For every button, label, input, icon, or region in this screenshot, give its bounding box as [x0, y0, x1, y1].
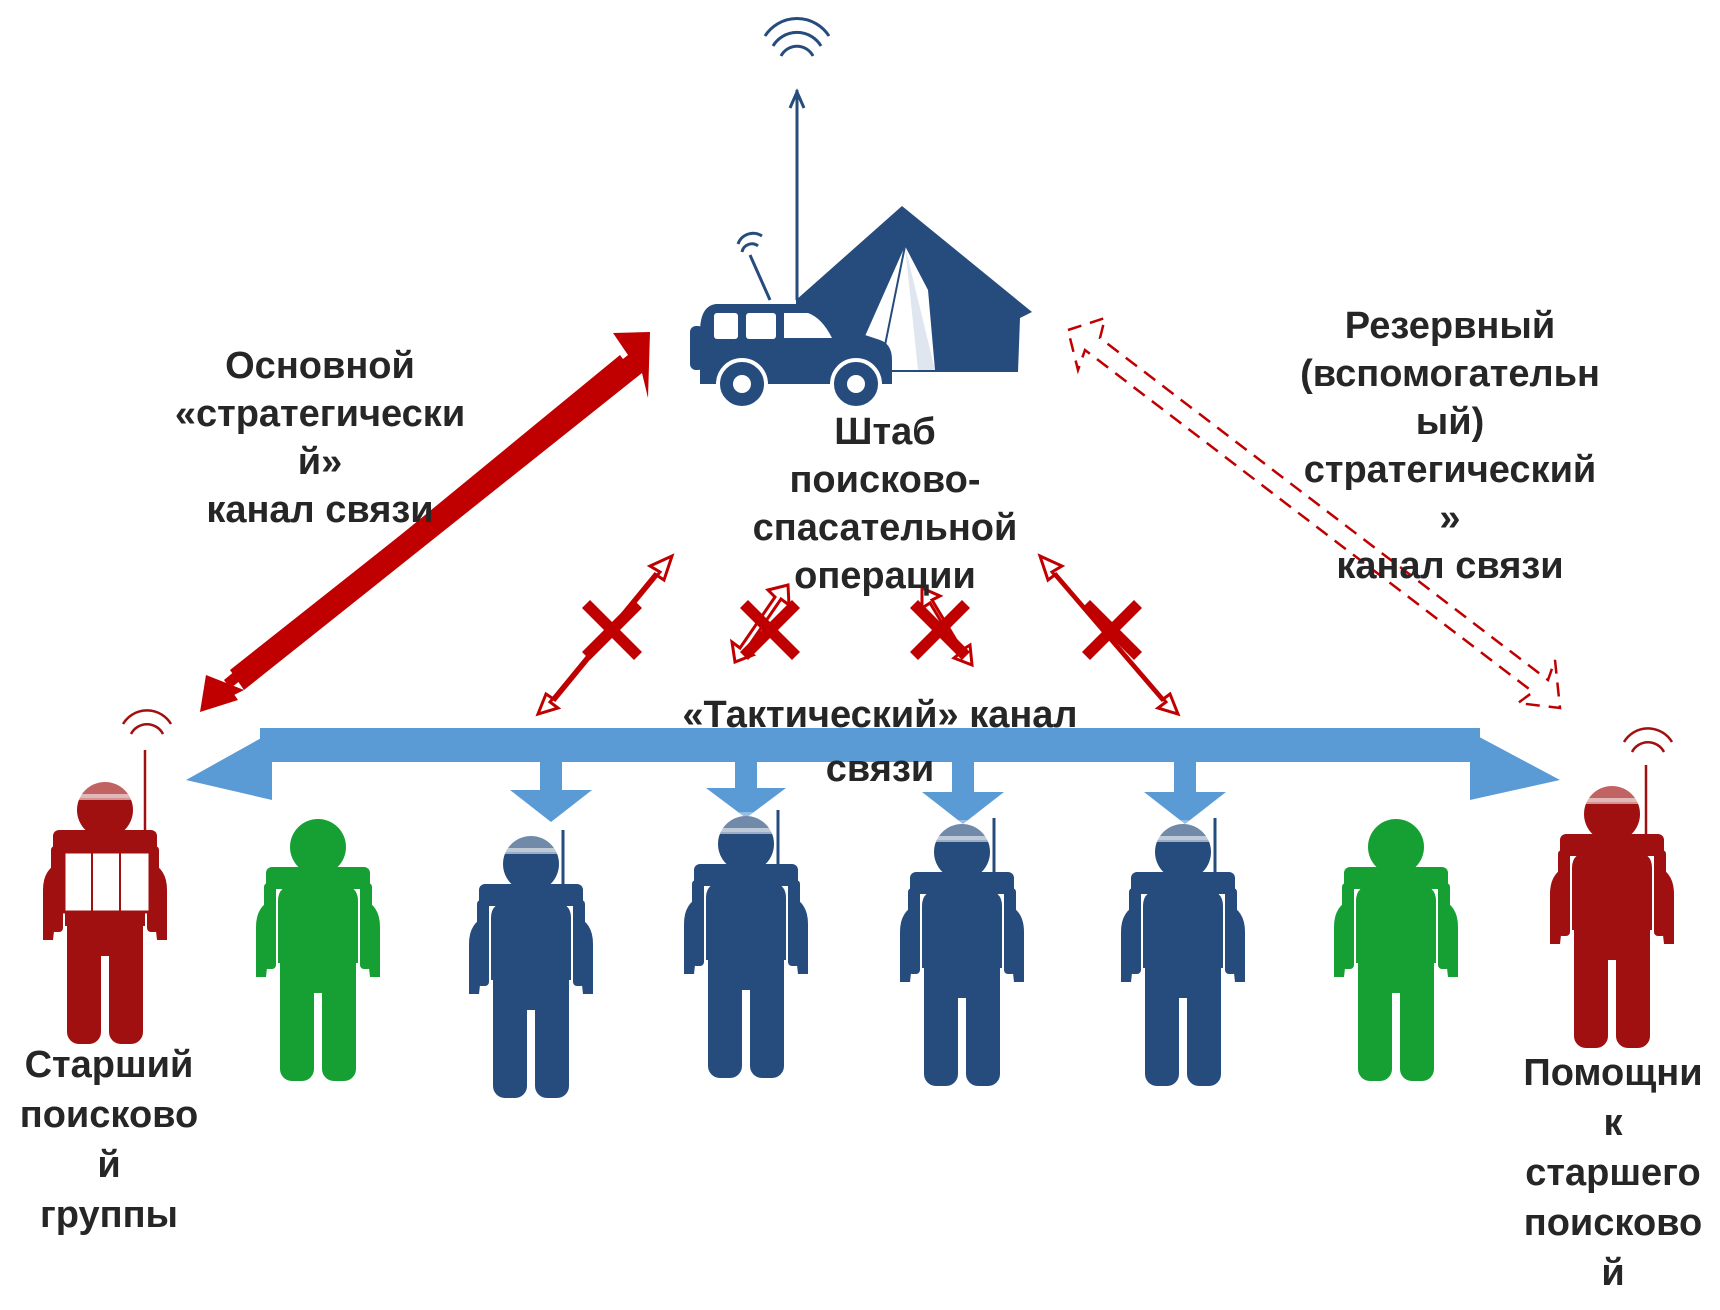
hiker-icon-searcher-3: [900, 818, 1024, 1086]
main-channel-label: Основной «стратегически й» канал связи: [174, 345, 466, 531]
hiker-icon-green-2: [1334, 819, 1458, 1081]
reserve-channel-arrow: [1066, 316, 1562, 710]
hiker-icon-searcher-2: [684, 810, 808, 1078]
cross-icon: [582, 600, 1142, 660]
leader-label: Старший поисково й группы: [19, 1044, 199, 1236]
main-strategic-channel-arrow: [200, 332, 650, 712]
tactical-channel-arrow: [186, 728, 1560, 824]
hiker-icon-assistant: [1550, 727, 1674, 1048]
hiker-icon-searcher-1: [469, 830, 593, 1098]
radio-antenna-icon: [736, 17, 831, 301]
assistant-label: Помощни к старшего поисково й: [1523, 1052, 1703, 1294]
hiker-icon-green-1: [256, 819, 380, 1081]
hiker-icon-searcher-4: [1121, 818, 1245, 1086]
hq-label: Штаб поисково- спасательной операции: [752, 411, 1018, 597]
suv-icon: [690, 304, 892, 410]
reserve-channel-label: Резервный (вспомогательн ый) стратегичес…: [1300, 305, 1600, 587]
hiker-icon-leader: [43, 709, 173, 1044]
tactical-channel-label: «Тактический» канал связи: [682, 694, 1078, 790]
